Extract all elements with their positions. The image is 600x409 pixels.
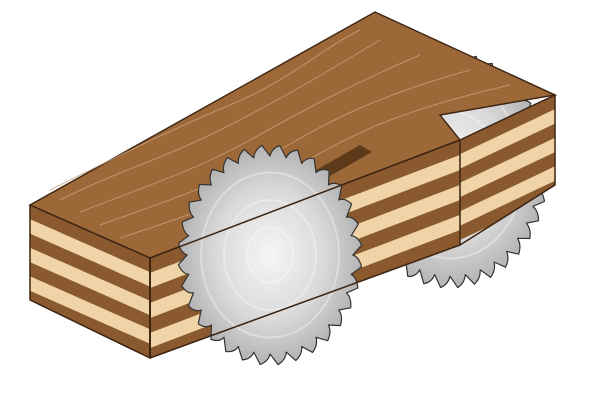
front-face-layer [30, 290, 150, 358]
front-face-layer [30, 262, 150, 330]
beam-end-face [460, 95, 555, 240]
grain-line [49, 29, 361, 191]
end-face-layer [460, 137, 555, 198]
end-face-layer [460, 152, 555, 212]
grain-line [59, 39, 381, 201]
front-face-layer [30, 247, 150, 316]
front-blade-ring [223, 199, 317, 311]
front-face-layer [30, 276, 150, 344]
front-blade-teeth [177, 144, 363, 366]
front-face-layer [30, 219, 150, 287]
end-face-layer [460, 123, 555, 183]
end-face-layer [460, 166, 555, 226]
end-face-layer [460, 180, 555, 240]
front-blade-ring [200, 171, 340, 339]
end-face-outline [459, 94, 556, 246]
beam-outlines [29, 94, 556, 359]
front-blade-ring [246, 226, 294, 284]
front-face-layer [30, 233, 150, 301]
end-face-layer [460, 95, 555, 155]
beam-front-face [30, 205, 150, 358]
front-saw-blade [177, 144, 363, 366]
end-face-layer [460, 109, 555, 169]
grain-line [79, 54, 421, 213]
front-face-layer [30, 205, 150, 273]
